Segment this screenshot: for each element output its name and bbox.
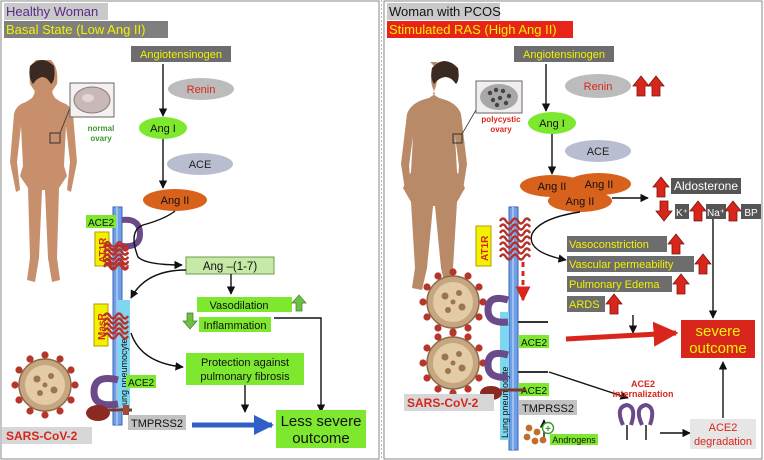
right-ace-label: ACE [587,146,610,158]
left-ace2-bottom: ACE2 [128,378,155,389]
left-tmprss2: TMPRSS2 [131,418,183,430]
left-title-basal: Basal State (Low Ang II) [6,22,145,37]
right-ace2-b: ACE2 [521,386,548,397]
left-title-healthy: Healthy Woman [6,4,98,19]
right-ang2-c-label: Ang II [566,196,595,208]
right-sars-label: SARS-CoV-2 [407,396,479,410]
right-tmprss2: TMPRSS2 [522,403,574,415]
right-ang2-b [567,173,631,195]
right-angiotensinogen: Angiotensinogen [523,49,605,61]
right-aldosterone: Aldosterone [674,179,738,193]
right-title-stimulated: Stimulated RAS (High Ang II) [389,22,557,37]
left-lung-label: Lung pneumocyte [119,338,129,410]
normal-ovary-label-2: ovary [90,134,112,143]
right-edema: Pulmonary Edema [569,279,660,291]
internalized-ace2-icon [617,402,655,426]
right-ang2-a-label: Ang II [538,181,567,193]
left-ang2-label: Ang II [161,195,190,207]
right-androgens: Androgens [552,435,596,445]
left-vasodilation: Vasodilation [209,300,268,312]
right-ang2-c [548,190,612,212]
right-ang1 [528,112,576,134]
right-internalization: ACE2 [631,379,655,389]
right-outcome: severe [695,323,740,340]
right-renin-label: Renin [584,81,613,93]
left-ace-label: ACE [189,159,212,171]
normal-ovary-label: normal [88,124,115,133]
right-ards: ARDS [569,299,600,311]
right-at1r: AT1R [480,235,491,261]
down-arrow-green-icon [182,312,198,330]
right-bp: BP [744,208,758,219]
pcos-woman-illustration [401,62,467,290]
right-internalization-2: internalization [612,389,673,399]
left-at1r: AT1R [98,237,109,263]
right-degradation: ACE2 [709,422,738,434]
right-vasoconstriction: Vasoconstriction [569,239,649,251]
androgen-dots-icon [523,424,547,445]
right-renin [565,74,631,98]
right-k: K⁺ [676,208,688,219]
left-outcome-2: outcome [292,430,350,447]
healthy-woman-illustration [10,60,77,282]
left-outcome: Less severe [281,413,362,430]
left-angiotensinogen: Angiotensinogen [140,49,222,61]
right-degradation-2: degradation [694,436,752,448]
right-na: Na⁺ [707,208,725,219]
left-renin-label: Renin [187,84,216,96]
plus-circle-icon [541,421,555,435]
right-ang1-label: Ang I [539,118,565,130]
right-lung-label: Lung pneumocyte [500,366,510,438]
right-ace [565,140,631,162]
right-permeability: Vascular permeability [569,259,674,271]
left-ang1-label: Ang I [150,123,176,135]
left-renin [168,78,234,100]
up-arrow-green-icon [291,294,307,312]
left-sars-label: SARS-CoV-2 [6,429,78,443]
left-protection-2: pulmonary fibrosis [200,371,290,383]
left-ang1 [139,117,187,139]
left-protection: Protection against [201,357,289,369]
left-ace [167,153,233,175]
left-inflammation: Inflammation [204,320,267,332]
right-outcome-2: outcome [689,340,747,357]
polycystic-ovary-label: polycystic [481,115,521,124]
plus-sign: + [545,424,551,435]
polycystic-ovary-label-2: ovary [490,125,512,134]
left-ang-1-7: Ang –(1-7) [203,261,258,273]
right-ang2-b-label: Ang II [585,179,614,191]
left-masr: MasR [97,313,108,340]
red-arrow [565,321,679,347]
right-ace2-a: ACE2 [521,338,548,349]
left-ace2-top: ACE2 [88,218,115,229]
right-title-pcos: Woman with PCOS [389,4,501,19]
left-ang2 [143,189,207,211]
